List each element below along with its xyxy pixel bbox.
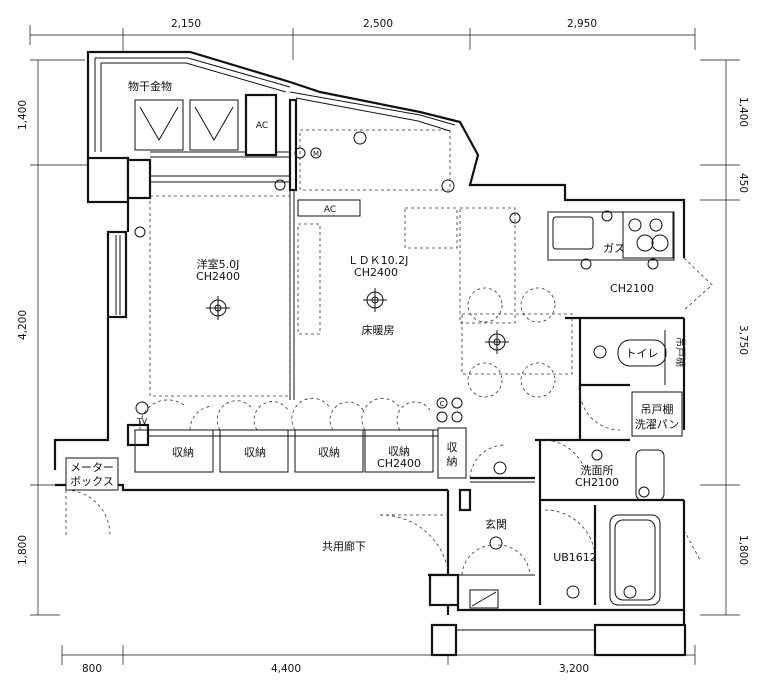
dim-right-1: 1,400	[737, 97, 749, 127]
ldk-name: ＬＤＫ10.2J	[348, 254, 409, 267]
storage-5-label-b: 納	[447, 455, 458, 468]
kitchen-downlight-2	[647, 258, 659, 270]
washroom: 吊戸棚 洗濯パン 洗面所 CH2100	[539, 391, 683, 501]
dim-bottom-2: 4,400	[271, 663, 301, 675]
dimension-labels: 2,150 2,500 2,950 800 4,400 3,200 1,400 …	[17, 18, 749, 675]
storage-1-label: 収納	[172, 446, 194, 459]
washroom-downlight	[591, 449, 603, 461]
meter-box	[65, 457, 119, 491]
kitchen-downlight-1	[580, 258, 592, 270]
toilet-downlight	[593, 345, 607, 359]
storage-4-label: 収納	[388, 445, 410, 458]
bedroom-name: 洋室5.0J	[197, 257, 240, 271]
bedroom-ch: CH2400	[196, 270, 240, 283]
ac-mid-unit	[297, 199, 361, 217]
washroom-ch: CH2100	[575, 476, 619, 489]
outdoor-unit-2-mark	[194, 106, 234, 142]
storage-3-label: 収納	[318, 446, 340, 459]
ldk: ＬＤＫ10.2J CH2400 床暖房 AC M	[134, 129, 613, 398]
kitchen: ガス CH2100	[547, 211, 713, 311]
downlight-4	[274, 179, 286, 191]
kitchen-ch: CH2100	[610, 282, 654, 295]
upper-cabinet-2-label: 吊戸棚	[641, 402, 674, 416]
dim-bottom-3: 3,200	[559, 663, 589, 675]
meter-box-label-2: ボックス	[70, 475, 114, 488]
storage-4-ch: CH2400	[377, 457, 421, 470]
floor-heating-label: 床暖房	[362, 323, 395, 337]
ac-mid-label: AC	[324, 205, 336, 215]
c-symbol-label: C	[440, 400, 445, 408]
storage-strip: 収納 収納 収納 収納 CH2400 収 納 TV C	[134, 397, 463, 473]
bathtub	[609, 514, 661, 606]
downlight-5	[134, 226, 146, 238]
washroom-name: 洗面所	[581, 464, 614, 477]
dim-left-2: 4,200	[17, 310, 29, 340]
storage-2-label: 収納	[244, 446, 266, 459]
dim-top-2: 2,500	[363, 18, 393, 30]
dimension-lines	[29, 25, 740, 665]
dim-left-3: 1,800	[17, 535, 29, 565]
gas-label: ガス	[603, 242, 625, 255]
toilet-label: トイレ	[626, 347, 659, 360]
shoe-box	[469, 589, 499, 609]
bedroom: 洋室5.0J CH2400	[149, 195, 291, 397]
dim-right-2: 450	[737, 173, 749, 193]
ldk-ch: CH2400	[354, 266, 398, 279]
ac-top-label: AC	[256, 121, 268, 131]
dim-left-1: 1,400	[17, 100, 29, 130]
bedroom-light-icon	[206, 296, 230, 320]
downlight-1	[294, 147, 306, 159]
downlight-6	[509, 212, 521, 224]
outdoor-unit-1-mark	[139, 106, 179, 142]
unit-bath: UB1612	[544, 509, 701, 606]
outdoor-unit-1	[134, 99, 184, 151]
bath-drain	[623, 585, 637, 599]
bath-downlight	[566, 585, 580, 599]
balcony: 物干金物 AC	[128, 79, 456, 151]
toilet-bowl	[617, 339, 667, 367]
dim-top-1: 2,150	[171, 18, 201, 30]
entrance-downlight	[489, 536, 503, 550]
dim-bottom-1: 800	[82, 663, 102, 675]
hall-downlight	[493, 461, 507, 475]
walls	[53, 50, 687, 657]
dim-right-3: 3,750	[737, 325, 749, 355]
washer-pan-label: 洗濯パン	[635, 418, 680, 431]
wash-basin	[635, 449, 665, 501]
balcony-hanger-label: 物干金物	[128, 79, 172, 93]
entrance: 玄関	[458, 444, 535, 609]
gas-stove	[622, 211, 674, 259]
m-symbol-label: M	[313, 150, 319, 158]
entrance-label: 玄関	[485, 517, 507, 531]
ldk-light-icon	[363, 288, 387, 312]
dining-light-icon	[485, 330, 509, 354]
tv-symbol-label: TV	[136, 417, 148, 426]
storage-5-label-a: 収	[447, 441, 458, 454]
dim-right-4: 1,800	[737, 535, 749, 565]
corridor-area: メーター ボックス 共用廊下	[65, 457, 449, 571]
dim-top-3: 2,950	[567, 18, 597, 30]
upper-cabinet-1-label: 吊戸棚	[674, 337, 687, 367]
downlight-3	[441, 179, 455, 193]
unit-bath-label: UB1612	[553, 551, 597, 564]
shared-corridor-label: 共用廊下	[322, 539, 366, 553]
downlight-7	[601, 210, 613, 222]
meter-box-label-1: メーター	[70, 461, 114, 474]
downlight-2	[353, 131, 367, 145]
outdoor-unit-2	[189, 99, 239, 151]
toilet-room: トイレ 吊戸棚	[579, 330, 687, 431]
kitchen-sink	[552, 216, 594, 250]
m-symbol: M	[310, 147, 322, 159]
